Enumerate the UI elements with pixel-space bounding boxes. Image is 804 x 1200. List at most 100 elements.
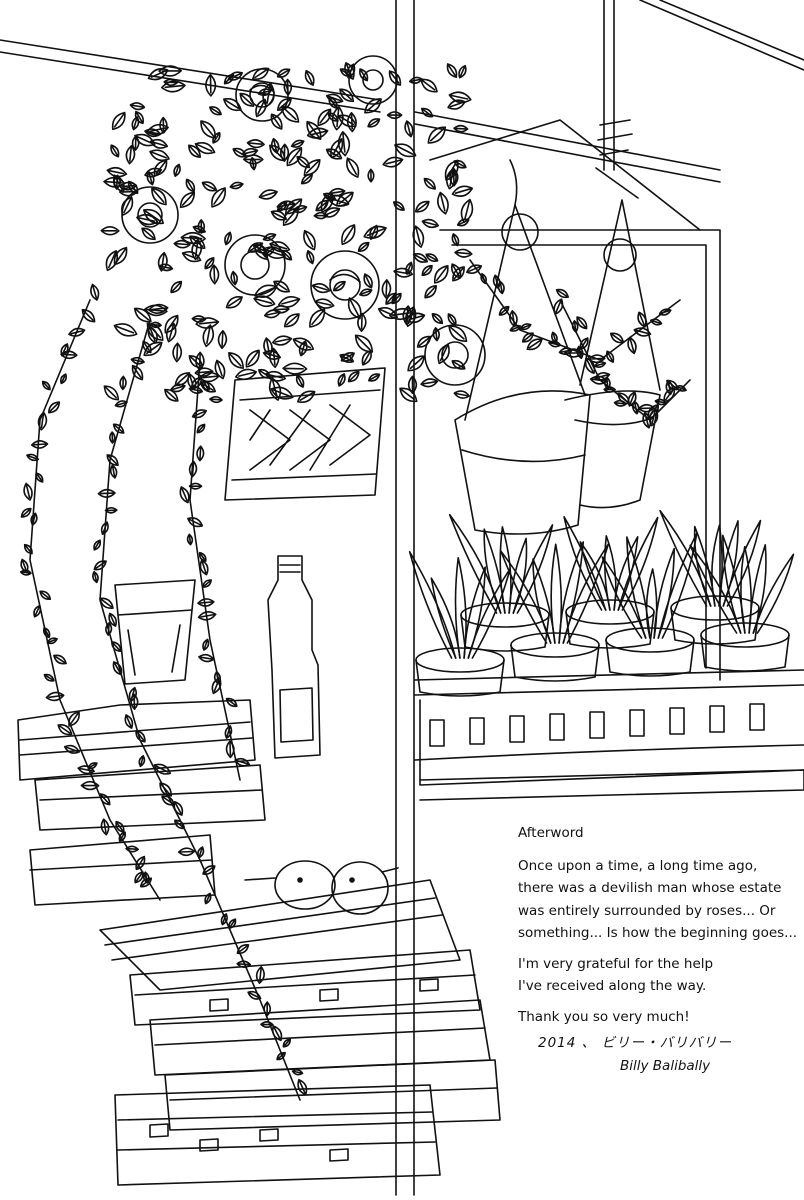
leaf	[346, 157, 360, 178]
leaf	[286, 147, 303, 167]
leaf	[130, 693, 139, 710]
leaf	[606, 350, 615, 363]
leaf	[153, 159, 168, 177]
leaf	[177, 847, 196, 857]
leaf	[576, 316, 588, 330]
leaf	[412, 225, 425, 248]
leaf	[246, 139, 265, 149]
leaf	[92, 571, 99, 584]
leaf	[453, 124, 469, 133]
leaf	[180, 231, 206, 245]
leaf	[420, 378, 439, 388]
leaf	[449, 167, 459, 187]
leaf	[282, 362, 308, 375]
leaf	[297, 390, 316, 403]
leaf	[161, 80, 186, 93]
leaf	[648, 408, 659, 427]
leaf	[306, 127, 329, 139]
leaf	[363, 273, 373, 289]
leaf	[105, 250, 119, 272]
leaf	[225, 296, 243, 309]
leaf	[106, 454, 119, 466]
leaf	[284, 198, 303, 215]
leaf	[407, 355, 425, 372]
leaf	[199, 559, 209, 576]
leaf	[433, 265, 449, 284]
leaf	[77, 765, 95, 775]
leaf	[509, 310, 518, 328]
leaf	[108, 612, 117, 627]
leaf	[201, 181, 218, 192]
leaf	[311, 283, 331, 294]
leaf	[172, 342, 183, 363]
leaf	[100, 521, 109, 536]
leaf	[30, 512, 38, 526]
leaf	[526, 338, 543, 351]
leaf	[427, 126, 447, 144]
leaf	[48, 401, 61, 414]
leaf	[33, 604, 42, 618]
leaf	[247, 242, 264, 253]
leaf	[173, 801, 184, 816]
leaf	[272, 335, 293, 346]
leaf	[100, 226, 120, 236]
leaf	[97, 488, 116, 498]
leaf	[235, 368, 257, 381]
leaf	[114, 400, 128, 408]
leaf	[263, 309, 282, 319]
leaf	[188, 482, 203, 490]
leaf	[306, 250, 315, 265]
leaf	[113, 174, 121, 190]
leaf	[239, 92, 255, 107]
leaf	[113, 323, 138, 337]
leaf	[423, 177, 436, 190]
afterword-text: Afterword Once upon a time, a long time …	[518, 822, 798, 1077]
leaf	[200, 120, 217, 139]
leaf	[191, 315, 207, 323]
leaf	[142, 340, 152, 354]
leaf	[262, 350, 282, 360]
leaf	[198, 653, 215, 663]
leaf	[270, 386, 294, 400]
leaf	[228, 352, 244, 369]
leaf	[412, 253, 429, 263]
leaf	[309, 308, 326, 328]
leaf	[147, 68, 169, 81]
leaf	[405, 261, 413, 275]
leaf	[164, 314, 179, 334]
leaf	[609, 332, 625, 344]
seedling-shelf	[414, 669, 804, 801]
leaf	[179, 486, 190, 504]
leaf	[109, 464, 118, 479]
leaf	[296, 155, 311, 169]
leaf	[519, 323, 532, 331]
leaf	[130, 356, 145, 365]
leaf	[236, 944, 250, 955]
afterword-line: was entirely surrounded by roses... Or	[518, 902, 776, 919]
leaf	[229, 181, 244, 190]
leaf	[421, 107, 434, 118]
leaf	[282, 1038, 292, 1048]
leaf	[151, 187, 167, 206]
afterword-line: I've received along the way.	[518, 978, 707, 994]
leaf	[129, 102, 146, 111]
leaf	[453, 390, 470, 399]
leaf	[254, 284, 278, 299]
afterword-heading: Afterword	[518, 825, 584, 841]
leaf	[405, 306, 417, 327]
leaf	[225, 740, 235, 759]
leaf	[658, 308, 672, 316]
leaf	[394, 143, 417, 158]
leaf	[99, 597, 114, 609]
leaf	[454, 248, 473, 258]
leaf	[202, 579, 212, 588]
leaf	[60, 350, 78, 360]
leaf	[170, 280, 183, 294]
leaf	[456, 218, 470, 227]
leaf	[451, 233, 460, 247]
leaf	[225, 697, 238, 708]
leaf	[666, 379, 679, 391]
leaf	[112, 423, 125, 434]
leaf	[424, 285, 437, 299]
leaf	[431, 313, 444, 325]
